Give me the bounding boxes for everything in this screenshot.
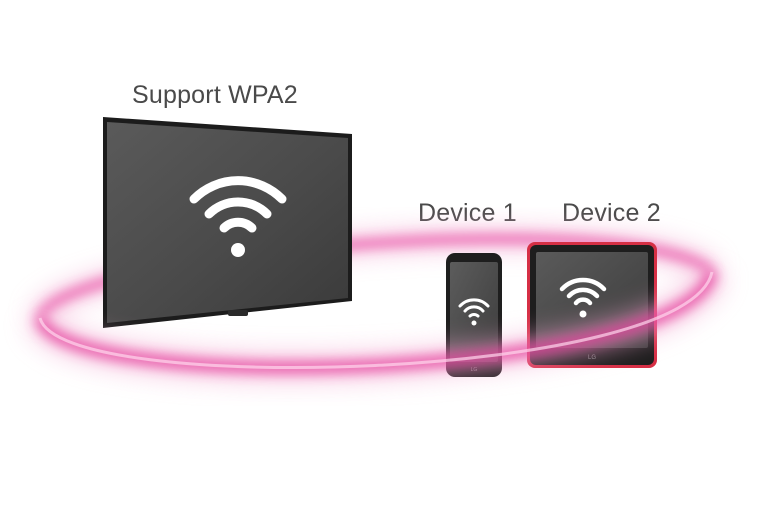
wifi-icon [458, 298, 490, 326]
wifi-icon [559, 277, 607, 318]
tablet-brand-logo: LG [588, 355, 596, 361]
device-2-label: Device 2 [562, 199, 661, 227]
tv-label: Support WPA2 [132, 81, 298, 109]
device-1-label: Device 1 [418, 199, 517, 227]
ring-front [25, 266, 727, 383]
wifi-icon [189, 176, 287, 257]
